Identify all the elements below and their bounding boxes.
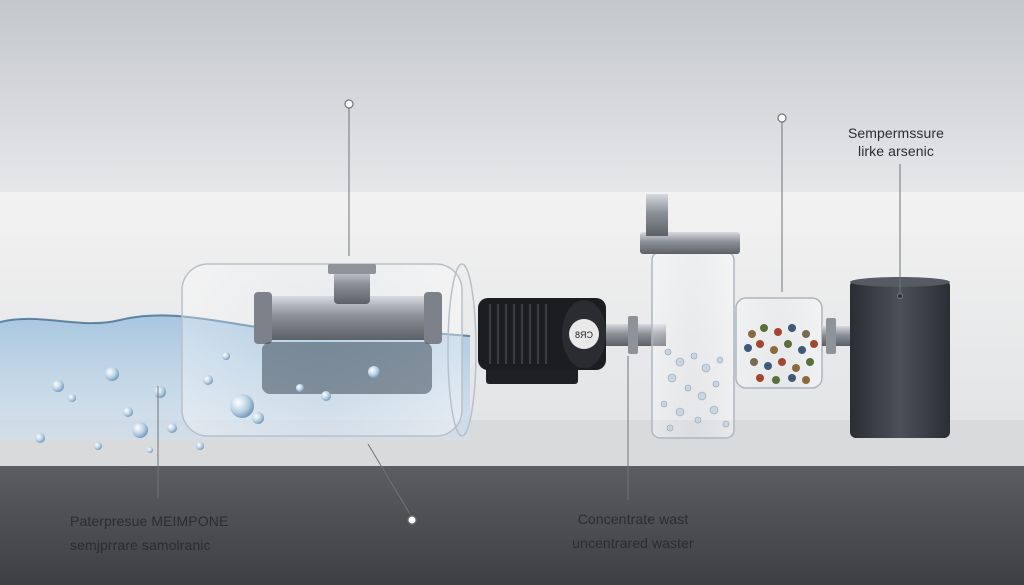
storage-tank: [850, 280, 950, 438]
background-top: [0, 0, 1024, 192]
membrane-flange-left: [254, 292, 272, 344]
membrane-submerged: [262, 342, 432, 394]
label-bottom-center-line2: uncentrared waster: [572, 535, 694, 551]
floor-band: [0, 466, 1024, 585]
pump-badge-circle: [569, 319, 599, 349]
connector-ring: [628, 316, 638, 354]
label-top-right-line2: lirke arsenic: [858, 143, 934, 159]
label-bottom-center: Concentrate wast uncentrared waster: [548, 510, 718, 552]
membrane-valve: [334, 268, 370, 304]
label-top-right: Sempermssure lirke arsenic: [836, 124, 956, 160]
label-bottom-left-line1: Paterpresue MEIMPONE: [70, 513, 229, 529]
pump-fins: [489, 304, 547, 364]
media-granules: [744, 324, 818, 384]
label-bottom-left-line2: semjprrare samolranic: [70, 537, 211, 553]
label-bottom-center-line1: Concentrate wast: [577, 511, 689, 527]
filter-column: [651, 251, 735, 439]
filter-cap: [640, 232, 740, 254]
pump-badge: 8ЯƆ: [575, 330, 594, 340]
filter-stem: [646, 194, 668, 236]
label-bottom-left: Paterpresue MEIMPONE semjprrare samolran…: [70, 512, 290, 554]
glass-cylinder-end: [447, 263, 477, 437]
callout-lines: [157, 108, 901, 515]
bubbles: [35, 352, 380, 453]
outlet-ring: [826, 318, 836, 354]
membrane-pipe: [258, 296, 436, 340]
label-top-right-line1: Sempermssure: [847, 125, 945, 141]
filter-crystals: [660, 348, 730, 432]
membrane-valve-cap: [328, 264, 376, 274]
membrane-flange-right: [424, 292, 442, 344]
callout-dots: [344, 99, 904, 525]
media-chamber: [735, 297, 823, 389]
